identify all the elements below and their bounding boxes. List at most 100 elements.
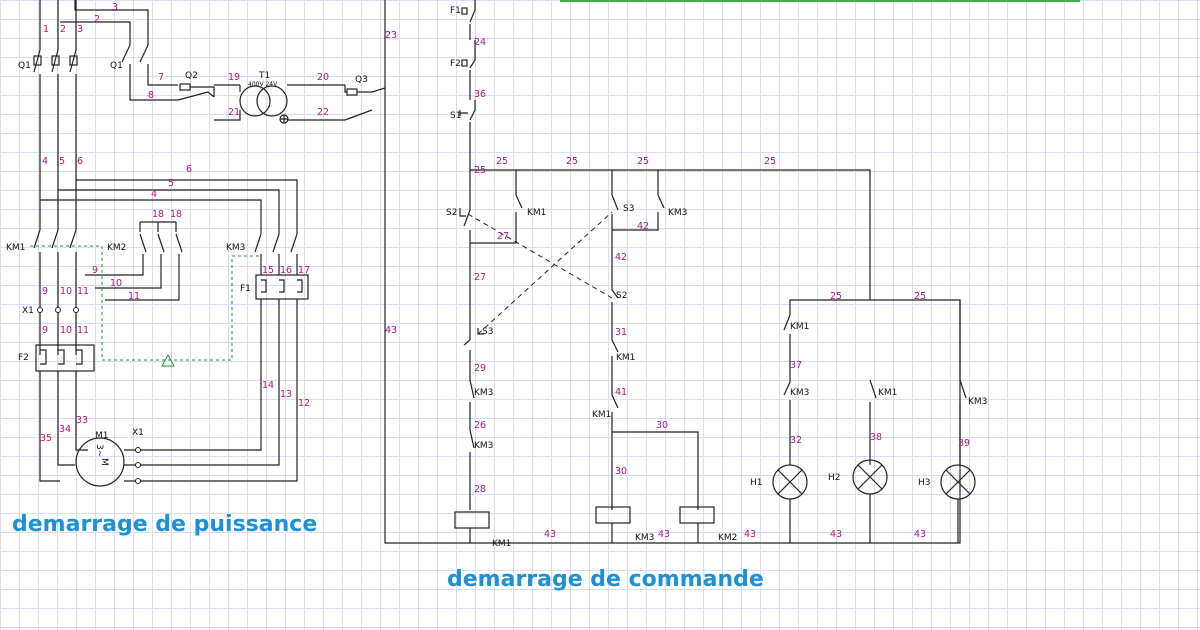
label-h-km1: KM1 [790,322,809,332]
wire-23: 23 [385,30,397,41]
component-labels: Q1 Q1 Q2 T1 400V 24V Q3 KM1 KM2 KM3 X1 X… [6,6,987,549]
wire-16: 16 [280,265,292,276]
coils [454,506,715,543]
label-km1-coil: KM1 [492,539,511,549]
wire-22: 22 [317,107,329,118]
label-q2: Q2 [185,71,198,81]
wire-43e: 43 [830,529,842,540]
wire-8: 8 [148,90,154,101]
wire-28: 28 [474,484,486,495]
label-km3-power: KM3 [226,243,245,253]
wire-2b: 2 [94,14,100,25]
label-km3-b: KM3 [474,441,493,451]
label-q1b: Q1 [110,61,123,71]
power-circuit [30,0,961,544]
label-h-km3b: KM3 [968,397,987,407]
label-cmd-f1: F1 [450,6,461,16]
wire-38: 38 [870,432,882,443]
wire-30b: 30 [615,466,627,477]
top-green-bar [560,0,1080,2]
label-cmd-f2: F2 [450,59,461,69]
wire-4: 4 [42,156,48,167]
label-x1: X1 [22,306,34,316]
label-km1-contact: KM1 [527,208,546,218]
wire-18b: 18 [170,209,182,220]
wire-9: 9 [92,265,98,276]
label-s1: S1 [450,111,461,121]
label-km3-coil: KM3 [635,533,654,543]
wire-35: 35 [40,433,52,444]
km3-power-contacts [254,228,298,275]
label-f2: F2 [18,353,29,363]
wire-2: 2 [60,24,66,35]
wire-29: 29 [474,363,486,374]
wire-34: 34 [59,424,71,435]
label-km1-a: KM1 [616,353,635,363]
wire-numbers: 1 2 3 2 3 7 8 19 21 20 22 4 5 6 6 5 4 18… [40,2,970,540]
wire-6: 6 [77,156,83,167]
wire-33: 33 [76,415,88,426]
m1-motor [75,437,141,487]
wire-25f: 25 [830,291,842,302]
wire-12: 12 [298,398,310,409]
label-q1: Q1 [18,61,31,71]
wire-11: 11 [128,291,140,302]
label-h-km3: KM3 [790,388,809,398]
label-km2-coil: KM2 [718,533,737,543]
label-motor-phase: 3~ [94,444,104,457]
wire-9c: 9 [42,325,48,336]
wire-43c: 43 [658,529,670,540]
label-s2: S2 [446,208,457,218]
wire-39: 39 [958,438,970,449]
label-m1: M1 [95,431,109,441]
label-motor: M [99,458,109,466]
wire-9b: 9 [42,286,48,297]
km1-power-contacts [33,205,77,355]
wire-26: 26 [474,420,486,431]
km2-power-contacts [85,221,183,301]
wire-5: 5 [59,156,65,167]
label-q3: Q3 [355,75,368,85]
label-t1-ratio: 400V 24V [248,81,278,88]
label-t1: T1 [258,71,270,81]
wire-10c: 10 [60,325,72,336]
q2-breaker [177,83,215,101]
wire-11b: 11 [77,286,89,297]
label-s3b: S3 [482,327,493,337]
wire-36: 36 [474,89,486,100]
f2-thermal-relay [35,344,95,482]
wire-25d: 25 [637,156,649,167]
wire-24: 24 [474,37,486,48]
wire-31: 31 [615,327,627,338]
wire-43f: 43 [914,529,926,540]
f1-thermal-relay [140,274,309,482]
wire-15: 15 [262,265,274,276]
label-h3: H3 [918,478,931,488]
wire-27b: 27 [497,231,509,242]
caption-command-start: demarrage de commande [447,567,764,592]
wire-42: 42 [637,221,649,232]
label-km2-power: KM2 [107,243,126,253]
wire-43d: 43 [744,529,756,540]
label-h-km1b: KM1 [878,388,897,398]
label-f1: F1 [240,284,251,294]
t1-transformer [214,84,345,124]
wire-30: 30 [656,420,668,431]
wire-21: 21 [228,107,240,118]
wire-7: 7 [158,72,164,83]
wire-25c: 25 [566,156,578,167]
wire-25b: 25 [496,156,508,167]
wire-20: 20 [317,72,329,83]
wire-4b: 4 [151,189,157,200]
wire-17: 17 [298,265,310,276]
wire-25a: 25 [474,165,486,176]
wire-6b: 6 [186,164,192,175]
label-km1-power: KM1 [6,243,25,253]
wire-19: 19 [228,72,240,83]
label-s2b: S2 [616,291,627,301]
wire-1: 1 [43,24,49,35]
wire-27: 27 [474,272,486,283]
wire-32: 32 [790,435,802,446]
wire-25g: 25 [914,291,926,302]
